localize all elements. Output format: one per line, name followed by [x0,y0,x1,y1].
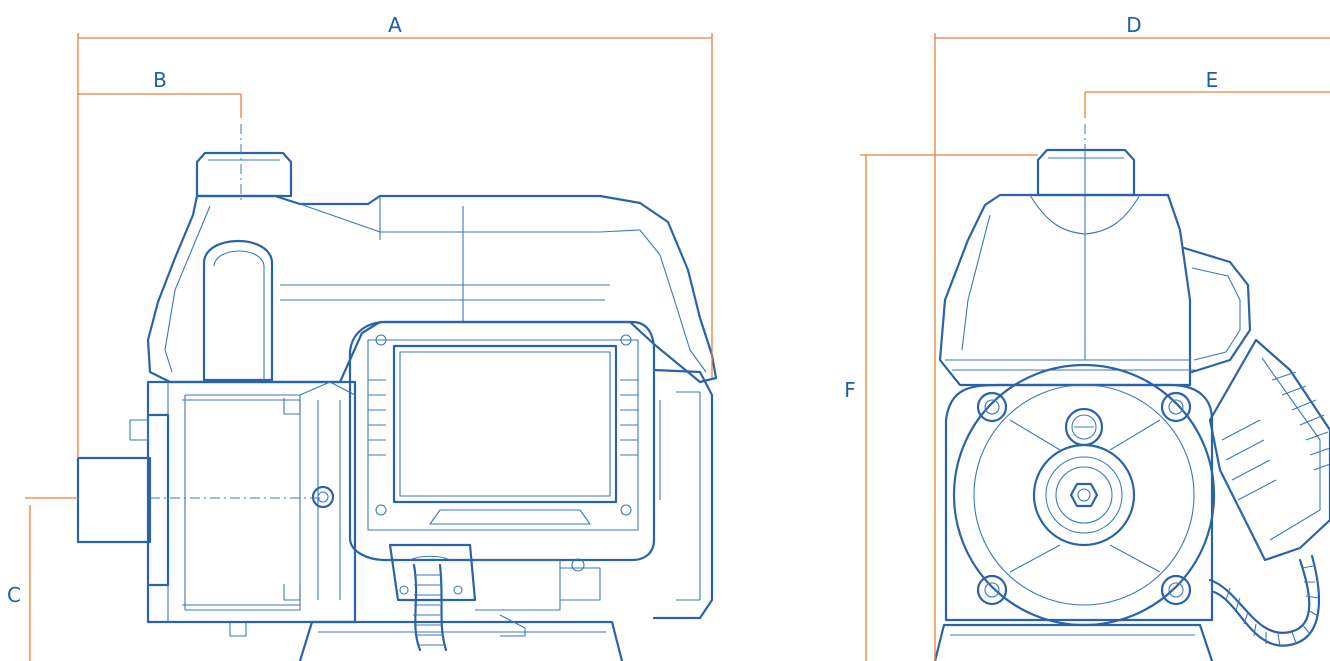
dimension-e-label: E [1206,68,1219,92]
pump-side-view [933,148,1330,661]
pump-front-view [76,151,718,661]
dimension-c-label: C [7,583,21,607]
dimension-b-label: B [153,68,167,92]
dimension-lines [25,33,1330,661]
dimension-f-label: F [844,378,856,402]
dimension-a-label: A [388,13,402,37]
dimension-labels: A B C D E F [7,13,1218,607]
dimension-d-label: D [1126,13,1141,37]
